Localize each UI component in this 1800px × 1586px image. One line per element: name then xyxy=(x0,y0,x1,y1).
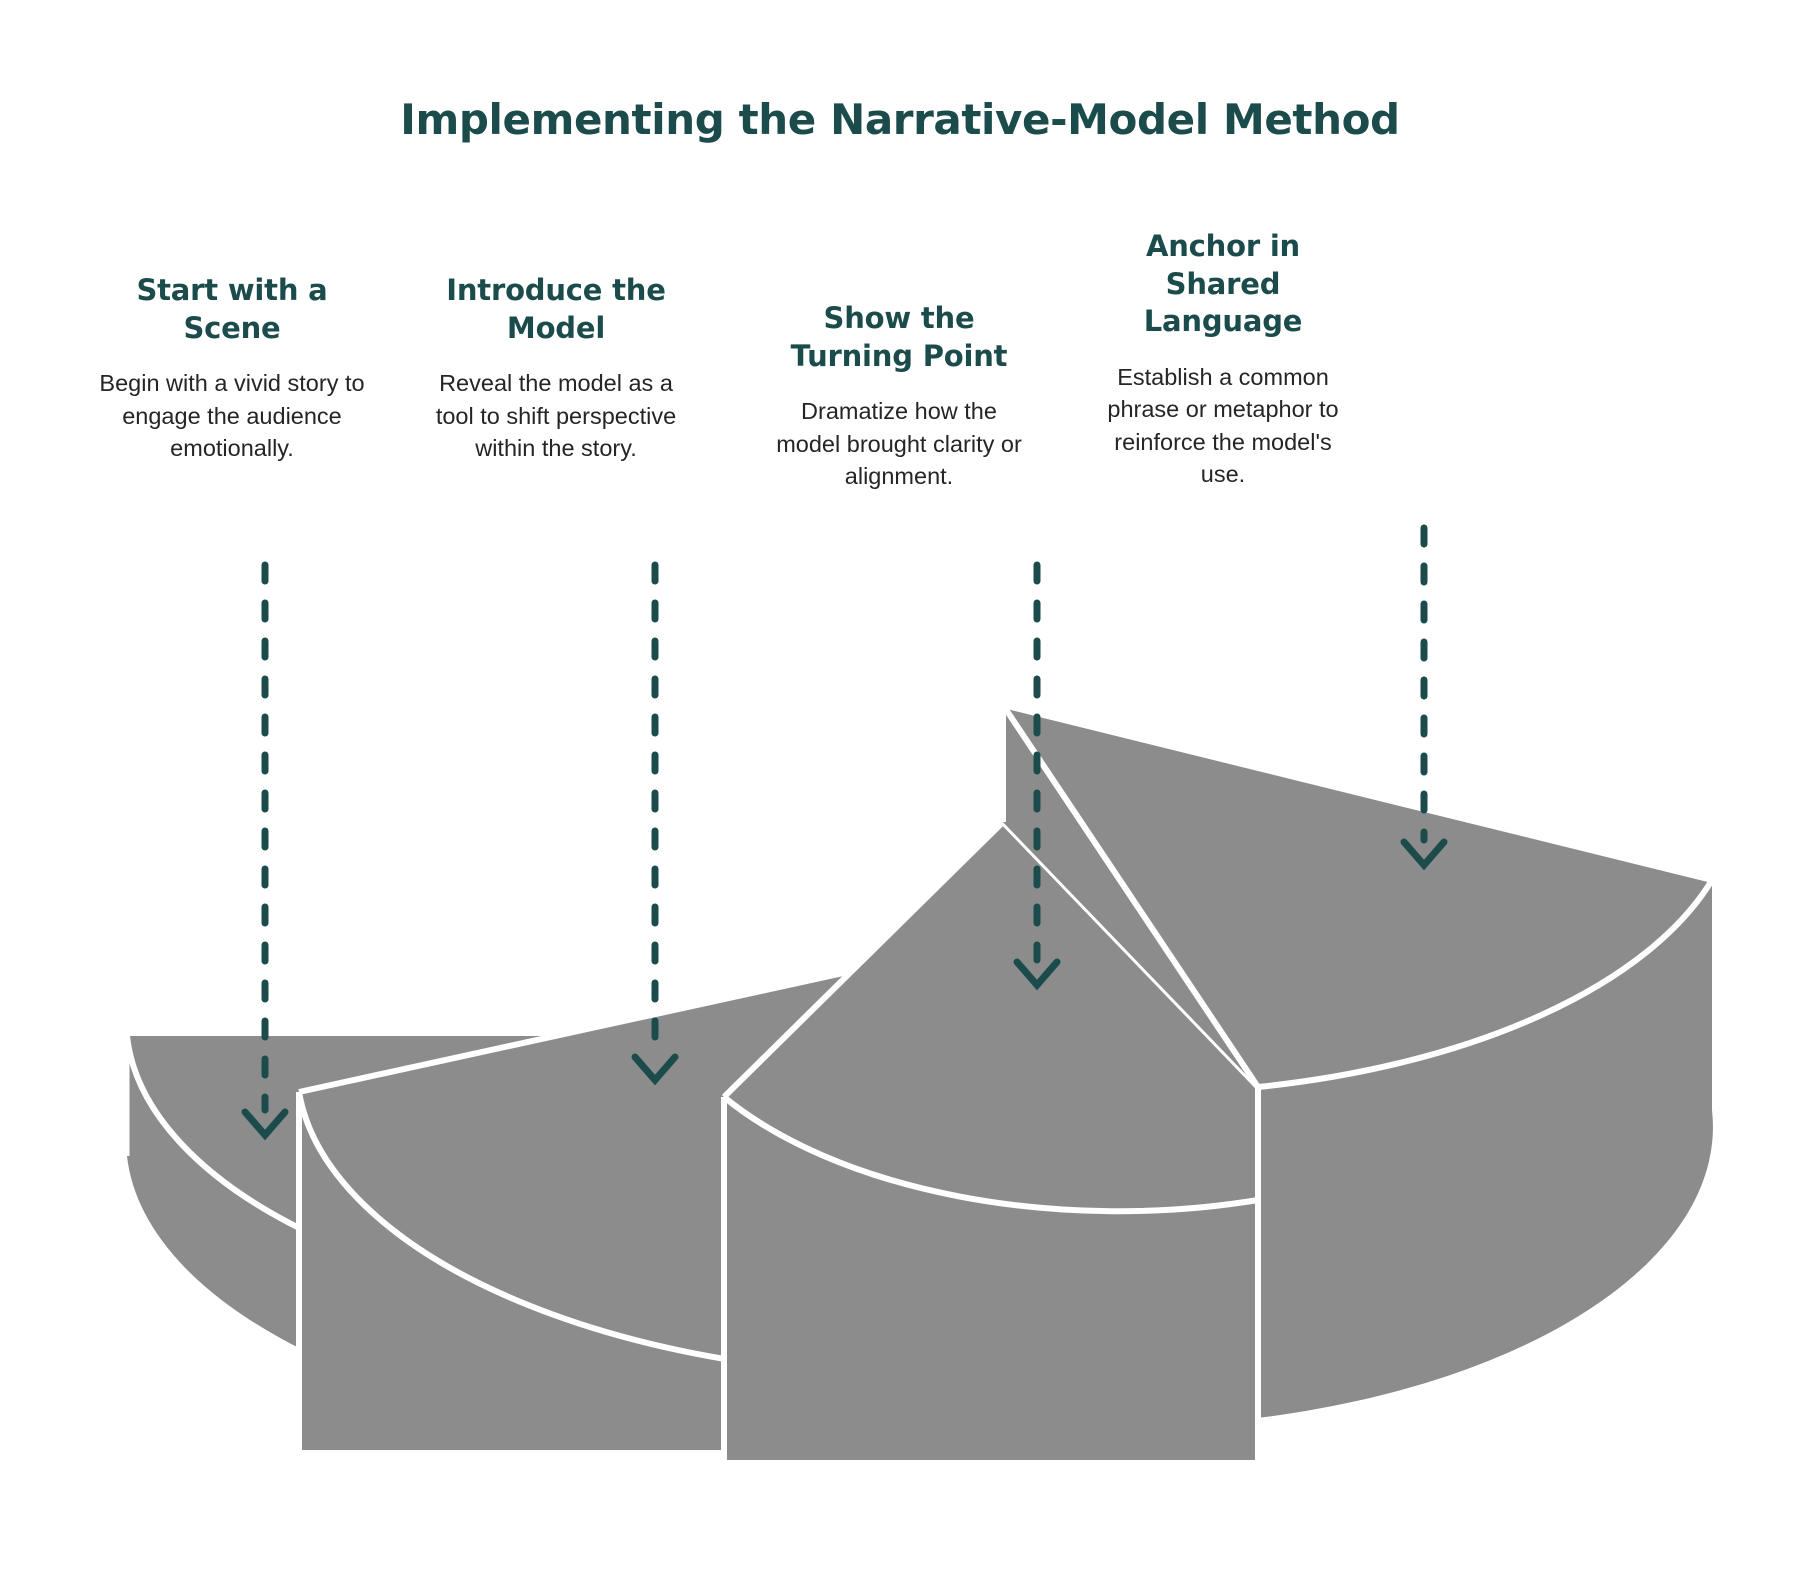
step-item-2[interactable]: Introduce the Model Reveal the model as … xyxy=(420,272,692,465)
step-item-1[interactable]: Start with a Scene Begin with a vivid st… xyxy=(96,272,368,465)
page-title: Implementing the Narrative-Model Method xyxy=(400,95,1400,144)
step-1-description: Begin with a vivid story to engage the a… xyxy=(99,370,365,462)
step-item-4[interactable]: Anchor in Shared Language Establish a co… xyxy=(1098,228,1348,491)
step-4-description: Establish a common phrase or metaphor to… xyxy=(1107,364,1339,488)
step-3-description: Dramatize how the model brought clarity … xyxy=(776,398,1022,490)
pie-slice-show-the-turning-point[interactable] xyxy=(721,819,1261,1460)
step-4-heading: Anchor in Shared Language xyxy=(1143,229,1303,339)
step-2-description: Reveal the model as a tool to shift pers… xyxy=(435,370,677,462)
pie-slice-anchor-in-shared-language[interactable] xyxy=(1000,702,1715,1418)
step-3-heading: Show the Turning Point xyxy=(790,301,1008,373)
step-2-heading: Introduce the Model xyxy=(446,273,666,345)
step-1-heading: Start with a Scene xyxy=(136,273,328,345)
steps-container: Start with a Scene Begin with a vivid st… xyxy=(0,0,1800,600)
step-item-3[interactable]: Show the Turning Point Dramatize how the… xyxy=(768,300,1030,493)
connector-arrow-2 xyxy=(631,561,679,1086)
pie-slices-group xyxy=(124,702,1715,1460)
